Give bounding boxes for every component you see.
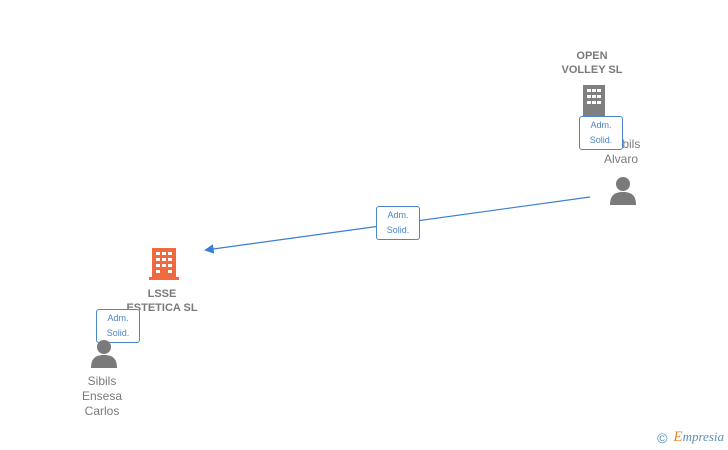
- company-label-lsse-estetica[interactable]: LSSE ESTETICA SL: [126, 288, 198, 314]
- building-icon[interactable]: [582, 84, 606, 118]
- person-label-carlos[interactable]: Sibils Ensesa Carlos: [81, 374, 123, 418]
- footer-brand: © Empresia: [657, 429, 724, 446]
- person-icon[interactable]: [89, 338, 119, 368]
- company-label-open-volley[interactable]: OPEN VOLLEY SL: [561, 50, 623, 76]
- role-badge-adm-solid[interactable]: Adm. Solid.: [96, 309, 140, 343]
- copyright-icon: ©: [657, 429, 668, 446]
- building-icon[interactable]: [149, 247, 179, 281]
- role-badge-adm-solid[interactable]: Adm. Solid.: [376, 206, 420, 240]
- empresia-logo: Empresia: [673, 429, 724, 445]
- role-badge-adm-solid[interactable]: Adm. Solid.: [579, 116, 623, 150]
- person-icon[interactable]: [608, 175, 638, 205]
